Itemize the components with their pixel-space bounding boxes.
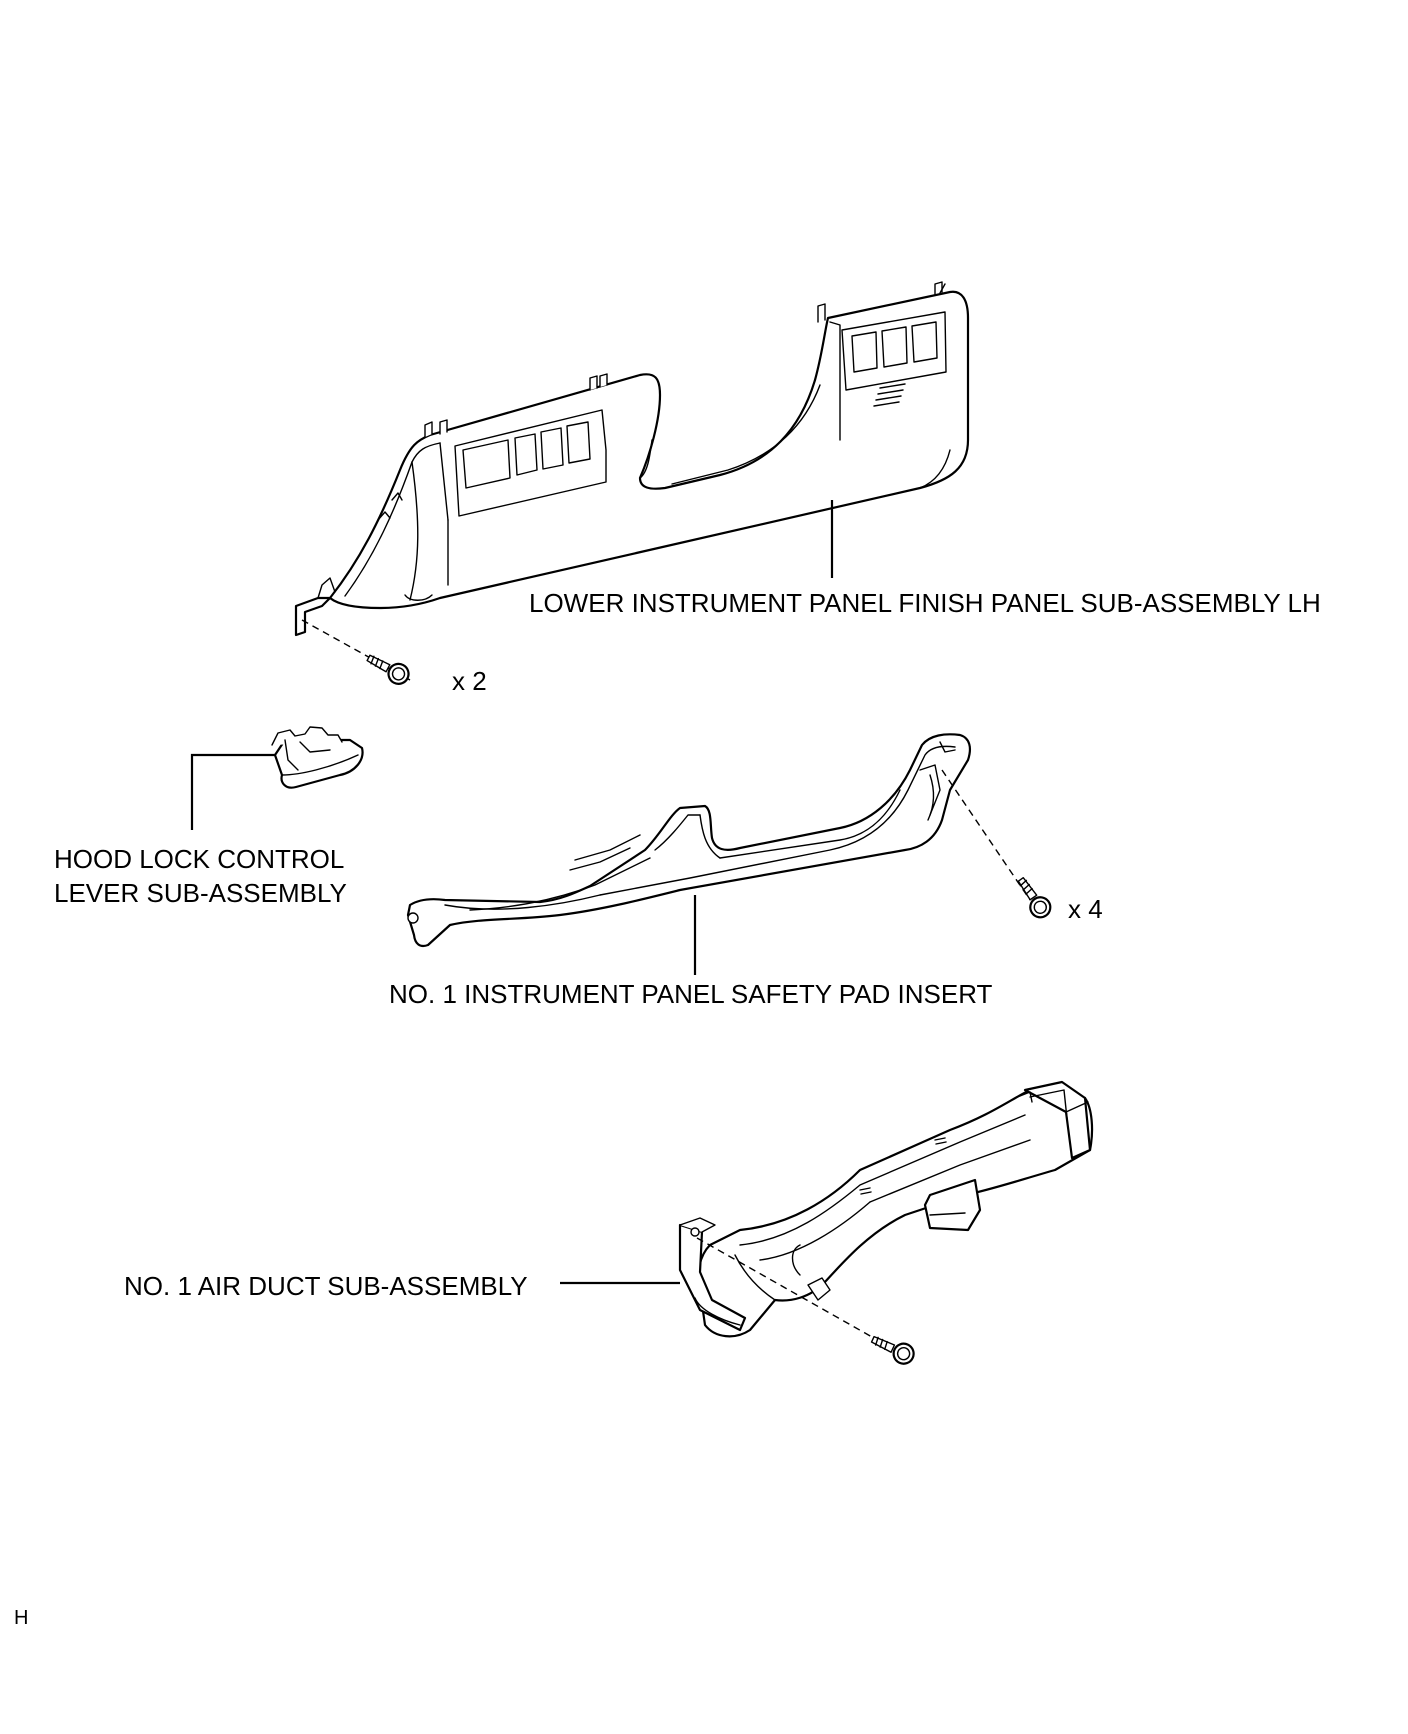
- screw-icon: [366, 654, 410, 685]
- safety-pad-insert: [406, 733, 971, 948]
- hood-lock-control-lever: [271, 726, 364, 789]
- hood-lock-label-line2: LEVER SUB-ASSEMBLY: [54, 878, 347, 908]
- safety-pad-screw-count: x 4: [1068, 894, 1103, 924]
- air-duct: [678, 1080, 1094, 1338]
- lower-panel-screw-count: x 2: [452, 666, 487, 696]
- lower-panel-label: LOWER INSTRUMENT PANEL FINISH PANEL SUB-…: [529, 588, 1321, 618]
- hood-lock-leader-line: [190, 753, 275, 830]
- lower-instrument-panel-finish-panel: [294, 281, 970, 637]
- safety-pad-screw-guide: [941, 769, 1031, 901]
- air-duct-label: NO. 1 AIR DUCT SUB-ASSEMBLY: [124, 1271, 528, 1301]
- safety-pad-label: NO. 1 INSTRUMENT PANEL SAFETY PAD INSERT: [389, 979, 993, 1009]
- air-duct-screw-guide: [696, 1237, 896, 1351]
- screw-icon: [1017, 877, 1052, 919]
- corner-mark: H: [14, 1607, 28, 1629]
- screw-icon: [870, 1335, 915, 1365]
- hood-lock-label-line1: HOOD LOCK CONTROL: [54, 844, 344, 874]
